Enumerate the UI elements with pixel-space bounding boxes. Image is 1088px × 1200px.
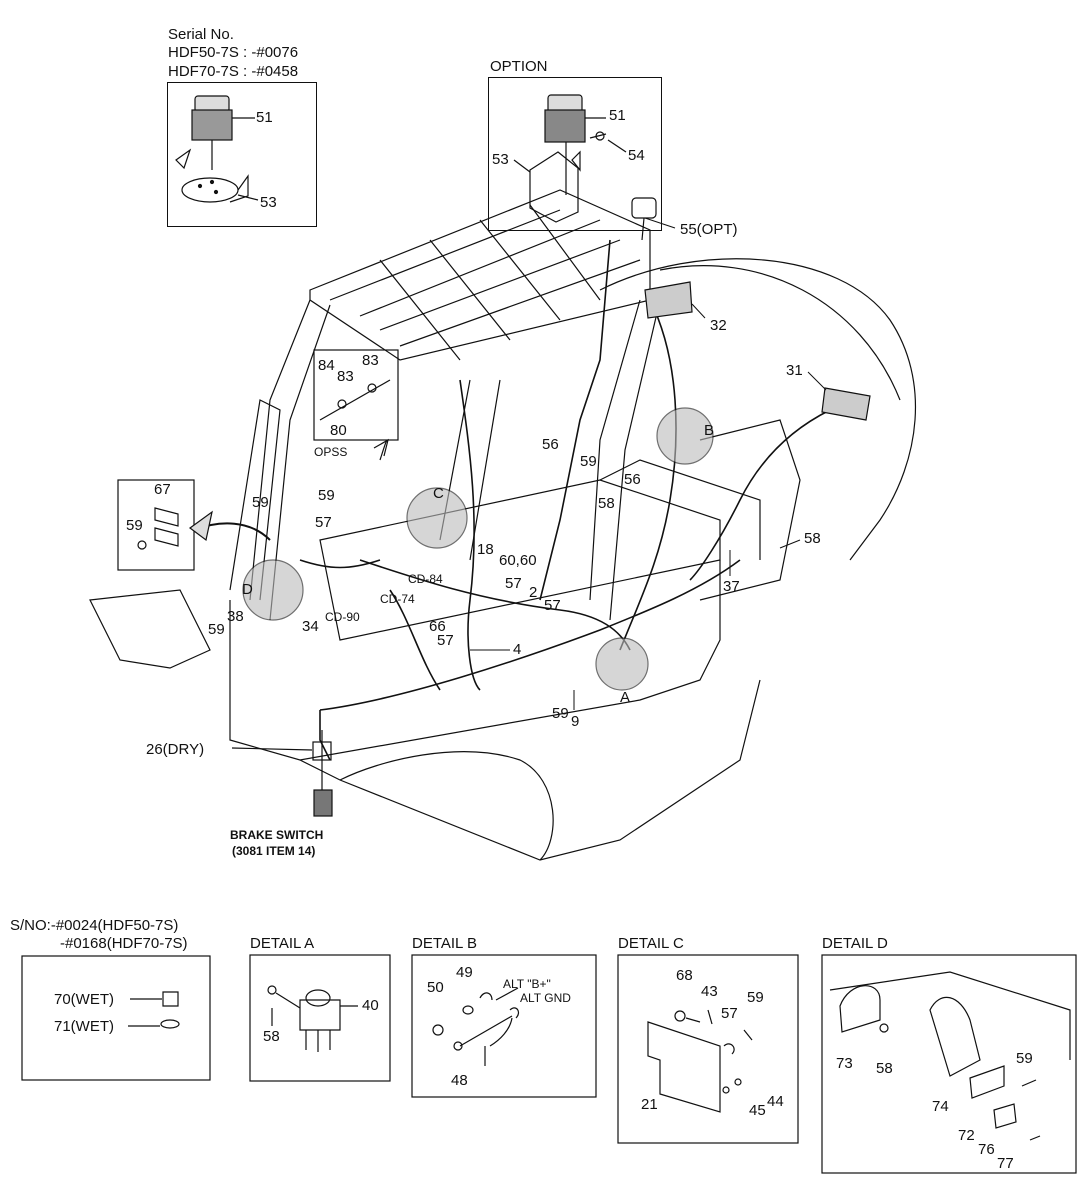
detail-c-21: 21	[641, 1096, 658, 1113]
detail-d-76: 76	[978, 1141, 995, 1158]
detail-c-44: 44	[767, 1093, 784, 1110]
detail-d-74: 74	[932, 1098, 949, 1115]
callout-59-a: 59	[252, 494, 269, 511]
detail-c-title: DETAIL C	[618, 935, 684, 952]
serial-line-1: Serial No.	[168, 26, 234, 43]
detail-boxes	[21, 954, 1077, 1174]
detail-ref-d: D	[242, 581, 253, 598]
detail-d-77: 77	[997, 1155, 1014, 1172]
detail-c-68: 68	[676, 967, 693, 984]
leader-lines	[470, 217, 827, 710]
sno-note-line-2: -#0168(HDF70-7S)	[60, 935, 188, 952]
callout-opss-83a: 83	[337, 368, 354, 385]
detail-ref-a: A	[620, 689, 631, 706]
detail-c-59: 59	[747, 989, 764, 1006]
brake-switch-line-2: (3081 ITEM 14)	[232, 844, 316, 858]
callout-38: 38	[227, 608, 244, 625]
option-inset-lamp-drawing	[513, 94, 627, 223]
detail-b-title: DETAIL B	[412, 935, 478, 952]
callout-18: 18	[477, 541, 494, 558]
detail-d-58: 58	[876, 1060, 893, 1077]
callout-55-opt: 55(OPT)	[680, 221, 738, 238]
callout-60-60: 60,60	[499, 552, 537, 569]
detail-b-50: 50	[427, 979, 444, 996]
callout-9: 9	[571, 713, 580, 730]
callout-serial-53: 53	[260, 194, 277, 211]
callout-34: 34	[302, 618, 319, 635]
callout-59-e: 59	[552, 705, 569, 722]
callout-58-b: 58	[804, 530, 821, 547]
detail-ref-c: C	[433, 485, 444, 502]
callout-option-53: 53	[492, 151, 509, 168]
brake-switch-drawing	[231, 730, 333, 817]
callout-opss-84: 84	[318, 357, 335, 374]
wiring-harness-drawing	[299, 239, 831, 761]
callout-57-a: 57	[315, 514, 332, 531]
connector-cd-90: CD-90	[325, 610, 360, 624]
callout-32: 32	[710, 317, 727, 334]
callout-57-b: 57	[505, 575, 522, 592]
callout-59-c: 59	[580, 453, 597, 470]
option-title: OPTION	[490, 58, 548, 75]
callout-59-b: 59	[318, 487, 335, 504]
callout-58-a: 58	[598, 495, 615, 512]
connector-cd-84: CD-84	[408, 572, 443, 586]
callout-31: 31	[786, 362, 803, 379]
detail-b-alt-b-plus: ALT "B+"	[503, 977, 551, 991]
opss-inset-drawing	[313, 349, 399, 461]
detail-callout-circles	[242, 407, 714, 691]
detail-d-title: DETAIL D	[822, 935, 888, 952]
detail-b-49: 49	[456, 964, 473, 981]
callout-opss-83b: 83	[362, 352, 379, 369]
wet-parts-drawing	[128, 991, 180, 1029]
detail-a-58: 58	[263, 1028, 280, 1045]
callout-56-a: 56	[542, 436, 559, 453]
option-inset-frame	[488, 77, 662, 231]
detail-c-45: 45	[749, 1102, 766, 1119]
flag-inset-drawing	[117, 479, 271, 571]
detail-d-72: 72	[958, 1127, 975, 1144]
callout-59-d: 59	[208, 621, 225, 638]
detail-c-57: 57	[721, 1005, 738, 1022]
detail-ref-b: B	[704, 422, 715, 439]
detail-d-drawing	[829, 971, 1071, 1141]
serial-inset-lamp-drawing	[175, 95, 259, 203]
callout-opss-80: 80	[330, 422, 347, 439]
sno-note-line-1: S/NO:-#0024(HDF50-7S)	[10, 917, 179, 934]
detail-d-73: 73	[836, 1055, 853, 1072]
callout-66: 66	[429, 618, 446, 635]
serial-inset-frame	[167, 82, 317, 227]
callout-2: 2	[529, 584, 538, 601]
opss-label: OPSS	[314, 445, 348, 459]
callout-flag-59: 59	[126, 517, 143, 534]
rear-lamp-parts-drawing	[631, 197, 871, 421]
callout-67: 67	[154, 481, 171, 498]
detail-a-title: DETAIL A	[250, 935, 315, 952]
callout-serial-51: 51	[256, 109, 273, 126]
detail-b-alt-gnd: ALT GND	[520, 991, 571, 1005]
detail-c-drawing	[647, 1009, 753, 1113]
brake-switch-line-1: BRAKE SWITCH	[230, 828, 324, 842]
connector-cd-74: CD-74	[380, 592, 415, 606]
callout-56-b: 56	[624, 471, 641, 488]
callout-option-51: 51	[609, 107, 626, 124]
callout-57-d: 57	[437, 632, 454, 649]
detail-a-drawing	[267, 985, 358, 1052]
callout-70-wet: 70(WET)	[54, 991, 114, 1008]
detail-d-59: 59	[1016, 1050, 1033, 1067]
callout-71-wet: 71(WET)	[54, 1018, 114, 1035]
callout-37: 37	[723, 578, 740, 595]
callout-26-dry: 26(DRY)	[146, 741, 205, 758]
detail-c-43: 43	[701, 983, 718, 1000]
callout-4: 4	[513, 641, 522, 658]
detail-b-drawing	[432, 987, 520, 1066]
callout-57-c: 57	[544, 597, 561, 614]
detail-a-40: 40	[362, 997, 379, 1014]
detail-b-48: 48	[451, 1072, 468, 1089]
callout-option-54: 54	[628, 147, 645, 164]
serial-line-3: HDF70-7S : -#0458	[168, 63, 299, 80]
serial-line-2: HDF50-7S : -#0076	[168, 44, 299, 61]
